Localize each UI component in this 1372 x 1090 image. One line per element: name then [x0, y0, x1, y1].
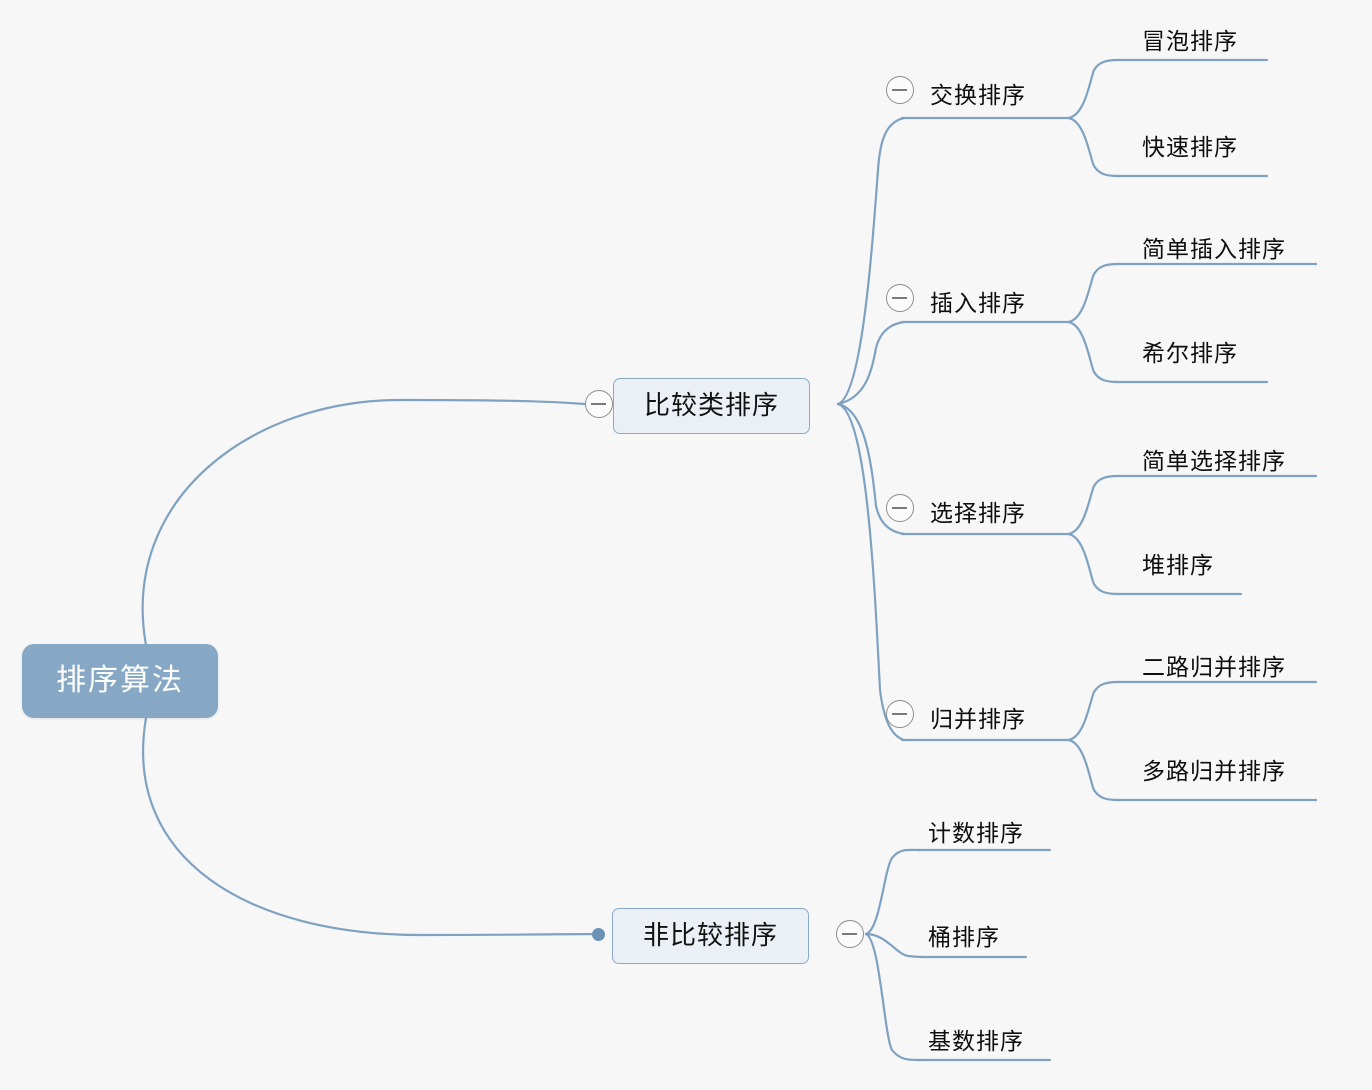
leaf-node-radix-sort-label: 基数排序 — [928, 1029, 1024, 1054]
leaf-node-multi-way-merge-sort[interactable]: 多路归并排序 — [1142, 752, 1286, 786]
toggle-insertion-sort[interactable] — [886, 284, 914, 312]
connection-dot-noncompare-sort — [592, 928, 605, 941]
leaf-node-heap-sort-label: 堆排序 — [1142, 553, 1214, 578]
toggle-noncompare-sort[interactable] — [836, 920, 864, 948]
leaf-node-quick-sort[interactable]: 快速排序 — [1142, 128, 1238, 162]
link-compare-to-insertion — [836, 320, 906, 406]
leaf-node-bucket-sort[interactable]: 桶排序 — [928, 918, 1000, 952]
leaf-node-quick-sort-label: 快速排序 — [1142, 135, 1238, 160]
leaf-node-counting-sort-label: 计数排序 — [928, 821, 1024, 846]
link-selection-to-simple-select — [1066, 474, 1120, 536]
link-insertion-to-shell — [1066, 320, 1120, 384]
branch-node-compare-sort-label: 比较类排序 — [644, 391, 780, 420]
subbranch-node-merge-sort-label: 归并排序 — [930, 707, 1026, 732]
toggle-exchange-sort[interactable] — [886, 76, 914, 104]
subbranch-node-insertion-sort[interactable]: 插入排序 — [930, 284, 1026, 318]
leaf-node-multi-way-merge-sort-label: 多路归并排序 — [1142, 759, 1286, 784]
link-noncompare-to-counting — [864, 848, 922, 936]
link-merge-to-multi-way — [1066, 738, 1120, 802]
leaf-node-counting-sort[interactable]: 计数排序 — [928, 814, 1024, 848]
leaf-node-simple-insertion-sort-label: 简单插入排序 — [1142, 237, 1286, 262]
leaf-node-shell-sort[interactable]: 希尔排序 — [1142, 334, 1238, 368]
link-compare-to-merge — [836, 402, 906, 742]
leaf-node-heap-sort[interactable]: 堆排序 — [1142, 546, 1214, 580]
toggle-selection-sort[interactable] — [886, 494, 914, 522]
link-compare-to-exchange — [836, 116, 906, 406]
link-merge-to-two-way — [1066, 680, 1120, 742]
link-noncompare-to-radix — [864, 932, 922, 1062]
subbranch-node-exchange-sort-label: 交换排序 — [930, 83, 1026, 108]
link-insertion-to-simple-insert — [1066, 262, 1120, 324]
subbranch-node-merge-sort[interactable]: 归并排序 — [930, 700, 1026, 734]
toggle-compare-sort[interactable] — [585, 390, 613, 418]
root-node-label: 排序算法 — [56, 664, 184, 697]
link-noncompare-to-bucket — [864, 932, 926, 959]
toggle-merge-sort[interactable] — [886, 700, 914, 728]
leaf-node-simple-selection-sort-label: 简单选择排序 — [1142, 449, 1286, 474]
leaf-node-two-way-merge-sort[interactable]: 二路归并排序 — [1142, 648, 1286, 682]
leaf-node-simple-selection-sort[interactable]: 简单选择排序 — [1142, 442, 1286, 476]
subbranch-node-exchange-sort[interactable]: 交换排序 — [930, 76, 1026, 110]
branch-node-compare-sort[interactable]: 比较类排序 — [613, 378, 811, 434]
leaf-node-two-way-merge-sort-label: 二路归并排序 — [1142, 655, 1286, 680]
leaf-node-bubble-sort[interactable]: 冒泡排序 — [1142, 22, 1238, 56]
leaf-node-shell-sort-label: 希尔排序 — [1142, 341, 1238, 366]
subbranch-node-insertion-sort-label: 插入排序 — [930, 291, 1026, 316]
root-node[interactable]: 排序算法 — [22, 644, 218, 718]
leaf-node-simple-insertion-sort[interactable]: 简单插入排序 — [1142, 230, 1286, 264]
leaf-node-bucket-sort-label: 桶排序 — [928, 925, 1000, 950]
link-root-to-noncompare — [142, 716, 599, 937]
link-root-to-compare — [141, 398, 587, 647]
subbranch-node-selection-sort[interactable]: 选择排序 — [930, 494, 1026, 528]
branch-node-noncompare-sort[interactable]: 非比较排序 — [612, 908, 810, 964]
link-selection-to-heap — [1066, 532, 1120, 596]
leaf-node-radix-sort[interactable]: 基数排序 — [928, 1022, 1024, 1056]
leaf-node-bubble-sort-label: 冒泡排序 — [1142, 29, 1238, 54]
branch-node-noncompare-sort-label: 非比较排序 — [643, 921, 779, 950]
link-exchange-to-bubble — [1066, 58, 1120, 120]
link-exchange-to-quick — [1066, 116, 1120, 178]
subbranch-node-selection-sort-label: 选择排序 — [930, 501, 1026, 526]
